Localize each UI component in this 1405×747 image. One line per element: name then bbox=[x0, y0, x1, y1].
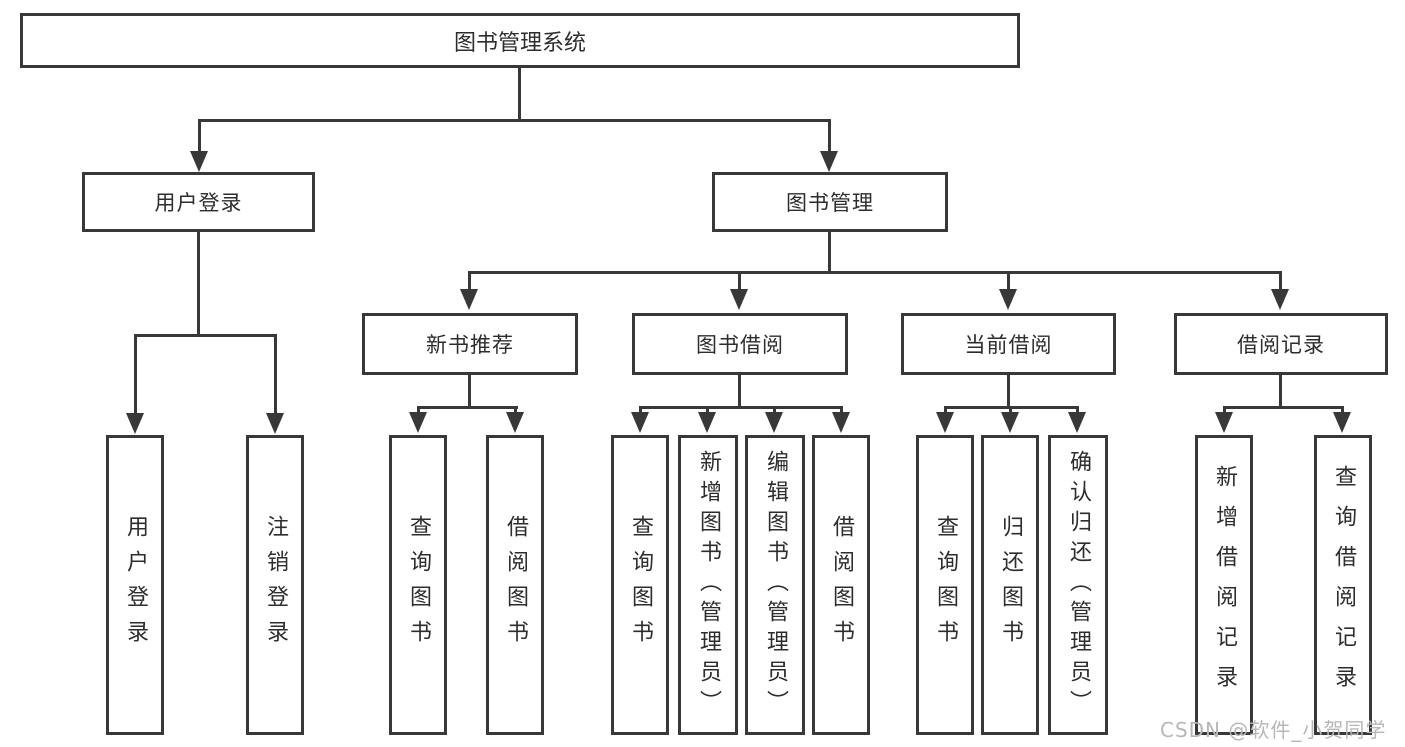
arrow-down-icon bbox=[730, 289, 748, 310]
arrow-down-icon bbox=[820, 151, 838, 172]
node-label: 图书管理 bbox=[786, 191, 874, 215]
node-user-login: 用户登录 bbox=[82, 172, 315, 232]
connector-bar bbox=[639, 406, 843, 409]
arrow-down-icon bbox=[409, 412, 427, 433]
node-label: 图书管理系统 bbox=[453, 30, 586, 56]
leaf-label: 归还图书 bbox=[998, 515, 1023, 655]
connector-drop-leaf bbox=[639, 406, 642, 416]
arrow-down-icon bbox=[1271, 289, 1289, 310]
connector-book-management-stem bbox=[828, 232, 831, 274]
connector-stem bbox=[468, 375, 471, 409]
connector-bar bbox=[417, 406, 518, 409]
leaf-label: 新增图书（管理员） bbox=[696, 450, 721, 720]
node-label: 当前借阅 bbox=[964, 333, 1053, 357]
arrow-down-icon bbox=[631, 412, 649, 433]
leaf-query-borrow-record: 查询借阅记录 bbox=[1314, 435, 1372, 735]
connector-book-management-bar bbox=[468, 271, 1282, 274]
arrow-down-icon bbox=[698, 412, 716, 433]
leaf-label: 新增借阅记录 bbox=[1212, 465, 1237, 705]
leaf-user-login: 用户登录 bbox=[106, 435, 164, 735]
connector-drop-leaf bbox=[1009, 406, 1012, 416]
arrow-down-icon bbox=[126, 413, 144, 434]
arrow-down-icon bbox=[765, 412, 783, 433]
leaf-query-books-current: 查询图书 bbox=[916, 435, 974, 735]
connector-drop-leaf bbox=[773, 406, 776, 416]
connector-drop-user-login bbox=[198, 119, 201, 153]
connector-drop-leaf bbox=[514, 406, 517, 416]
node-borrow-records: 借阅记录 bbox=[1174, 313, 1388, 375]
connector-stem bbox=[1279, 375, 1282, 409]
leaf-label: 用户登录 bbox=[123, 515, 148, 655]
connector-drop-leaf bbox=[840, 406, 843, 416]
leaf-label: 查询图书 bbox=[628, 515, 653, 655]
leaf-query-books-borrow: 查询图书 bbox=[611, 435, 669, 735]
leaf-add-borrow-record: 新增借阅记录 bbox=[1195, 435, 1253, 735]
connector-drop-group bbox=[1007, 271, 1010, 291]
leaf-query-books-recommend: 查询图书 bbox=[389, 435, 447, 735]
connector-drop-group bbox=[468, 271, 471, 291]
connector-root-bar bbox=[198, 119, 831, 122]
arrow-down-icon bbox=[936, 412, 954, 433]
leaf-label: 查询借阅记录 bbox=[1331, 465, 1356, 705]
node-library-management-system: 图书管理系统 bbox=[20, 13, 1020, 68]
leaf-return-books: 归还图书 bbox=[981, 435, 1039, 735]
connector-drop-leaf bbox=[274, 334, 277, 416]
connector-drop-leaf bbox=[706, 406, 709, 416]
leaf-borrow-books: 借阅图书 bbox=[812, 435, 870, 735]
arrow-down-icon bbox=[1333, 412, 1351, 433]
arrow-down-icon bbox=[1215, 412, 1233, 433]
connector-user-login-bar bbox=[134, 334, 277, 337]
leaf-logout: 注销登录 bbox=[246, 435, 304, 735]
arrow-down-icon bbox=[832, 412, 850, 433]
connector-drop-leaf bbox=[1076, 406, 1079, 416]
leaf-edit-books-admin: 编辑图书（管理员） bbox=[745, 435, 805, 735]
node-book-management: 图书管理 bbox=[712, 172, 948, 232]
arrow-down-icon bbox=[266, 413, 284, 434]
node-label: 图书借阅 bbox=[696, 333, 784, 357]
csdn-watermark: CSDN @软件_小贺同学 bbox=[1160, 718, 1387, 742]
node-new-book-recommend: 新书推荐 bbox=[362, 313, 578, 375]
connector-drop-group bbox=[738, 271, 741, 291]
leaf-label: 借阅图书 bbox=[829, 515, 854, 655]
connector-drop-leaf bbox=[1223, 406, 1226, 416]
leaf-label: 查询图书 bbox=[406, 515, 431, 655]
leaf-label: 查询图书 bbox=[933, 515, 958, 655]
connector-bar bbox=[1223, 406, 1344, 409]
leaf-label: 编辑图书（管理员） bbox=[763, 450, 788, 720]
connector-user-login-stem bbox=[197, 232, 200, 336]
connector-drop-leaf bbox=[417, 406, 420, 416]
node-label: 用户登录 bbox=[154, 191, 243, 215]
connector-root-stem bbox=[518, 68, 521, 121]
connector-drop-leaf bbox=[1341, 406, 1344, 416]
node-label: 新书推荐 bbox=[426, 333, 514, 357]
arrow-down-icon bbox=[190, 151, 208, 172]
connector-stem bbox=[1007, 375, 1010, 409]
node-current-borrow: 当前借阅 bbox=[901, 313, 1116, 375]
leaf-label: 确认归还（管理员） bbox=[1066, 450, 1091, 720]
leaf-add-books-admin: 新增图书（管理员） bbox=[678, 435, 738, 735]
connector-drop-group bbox=[1279, 271, 1282, 291]
leaf-confirm-return-admin: 确认归还（管理员） bbox=[1048, 435, 1108, 735]
arrow-down-icon bbox=[1068, 412, 1086, 433]
node-label: 借阅记录 bbox=[1237, 333, 1325, 357]
node-book-borrow: 图书借阅 bbox=[632, 313, 848, 375]
connector-drop-book-management bbox=[828, 119, 831, 153]
connector-drop-leaf bbox=[134, 334, 137, 416]
arrow-down-icon bbox=[506, 412, 524, 433]
leaf-label: 注销登录 bbox=[263, 515, 288, 655]
connector-drop-leaf bbox=[944, 406, 947, 416]
leaf-label: 借阅图书 bbox=[503, 515, 528, 655]
arrow-down-icon bbox=[460, 289, 478, 310]
arrow-down-icon bbox=[999, 289, 1017, 310]
connector-stem bbox=[738, 375, 741, 409]
leaf-borrow-books-recommend: 借阅图书 bbox=[486, 435, 544, 735]
arrow-down-icon bbox=[1001, 412, 1019, 433]
